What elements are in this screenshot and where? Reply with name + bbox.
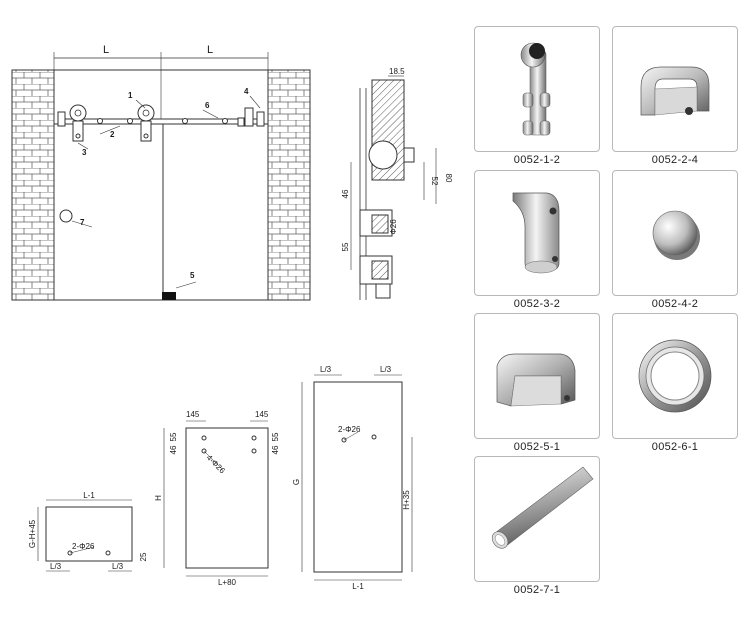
panel-mid-v-right-a: 55 bbox=[271, 432, 280, 441]
part-card-0052-1-2[interactable] bbox=[474, 26, 600, 152]
sec-dim-55: 55 bbox=[341, 242, 350, 251]
rail bbox=[57, 118, 265, 125]
round-knob-icon bbox=[652, 210, 700, 260]
panel-tall-outline bbox=[313, 381, 403, 573]
panel-small-outline bbox=[45, 506, 133, 562]
dim-label-left: L bbox=[103, 44, 109, 56]
rail-tube-icon bbox=[491, 466, 594, 549]
panel-tall: L/3 L/3 G 2-Φ26 H+35 L-1 bbox=[292, 365, 413, 591]
front-view: L L 1 2 3 4 5 bbox=[11, 44, 311, 301]
callout-5: 5 bbox=[190, 271, 195, 280]
part-card-0052-6-1[interactable] bbox=[612, 313, 738, 439]
sec-dim-52: 52 bbox=[430, 177, 439, 186]
panel-tall-holes: 2-Φ26 bbox=[338, 425, 361, 434]
part-card-0052-3-2[interactable] bbox=[474, 170, 600, 296]
technical-drawing-area: L L 1 2 3 4 5 bbox=[11, 44, 453, 591]
roller-section bbox=[368, 140, 398, 170]
sec-dim-46: 46 bbox=[341, 189, 350, 198]
part-card-0052-4-2[interactable] bbox=[612, 170, 738, 296]
panel-mid-outline bbox=[185, 427, 269, 569]
part-code-0052-4-2: 0052-4-2 bbox=[651, 298, 699, 310]
floor-guide-icon bbox=[496, 353, 576, 407]
part-code-0052-5-1: 0052-5-1 bbox=[513, 441, 561, 453]
sec-dim-phi26: Φ26 bbox=[389, 219, 398, 235]
panel-mid-offset-left: 145 bbox=[186, 410, 200, 419]
part-code-0052-7-1: 0052-7-1 bbox=[513, 584, 561, 596]
panel-small-offset-right: L/3 bbox=[112, 562, 124, 571]
ring-handle-icon bbox=[638, 339, 712, 413]
callout-2: 2 bbox=[110, 130, 115, 139]
wall-bracket-right bbox=[256, 111, 265, 127]
part-code-0052-1-2: 0052-1-2 bbox=[513, 154, 561, 166]
callout-6: 6 bbox=[205, 101, 210, 110]
panel-small: L-1 G-H+45 2-Φ26 L/3 L/3 25 bbox=[28, 491, 148, 572]
panel-tall-height: G bbox=[292, 479, 301, 485]
left-brick-wall bbox=[11, 69, 55, 301]
wall-bracket-left bbox=[57, 111, 66, 127]
callout-1: 1 bbox=[128, 91, 133, 100]
roller-right bbox=[137, 104, 155, 122]
right-brick-wall bbox=[267, 69, 311, 301]
parts-catalog: 0052-1-2 0052-2-4 005 bbox=[470, 0, 750, 624]
sec-dim-80: 80 bbox=[444, 174, 453, 183]
panel-small-corner: 25 bbox=[139, 552, 148, 561]
panel-mid: 145 145 55 46 55 46 H 4-Φ26 L+80 bbox=[154, 410, 280, 587]
panel-small-holes: 2-Φ26 bbox=[72, 542, 95, 551]
sec-dim-18-5: 18.5 bbox=[389, 67, 405, 76]
glass-clamp-icon bbox=[640, 66, 710, 116]
panel-mid-v-right-b: 46 bbox=[271, 445, 280, 454]
floor-guide bbox=[162, 292, 176, 300]
panel-mid-width: L+80 bbox=[218, 578, 237, 587]
panel-tall-offset-left: L/3 bbox=[320, 365, 332, 374]
panel-mid-height: H bbox=[154, 495, 163, 501]
door-handle bbox=[59, 209, 73, 223]
roller-left bbox=[69, 104, 87, 122]
panel-mid-v-left-a: 55 bbox=[169, 432, 178, 441]
panel-small-width: L-1 bbox=[83, 491, 95, 500]
callout-7: 7 bbox=[80, 218, 85, 227]
panel-small-height: G-H+45 bbox=[28, 519, 37, 548]
panel-mid-v-left-b: 46 bbox=[169, 445, 178, 454]
callout-3: 3 bbox=[82, 148, 87, 157]
panel-small-offset-left: L/3 bbox=[50, 562, 62, 571]
part-card-0052-7-1[interactable] bbox=[474, 456, 600, 582]
panel-tall-width: L-1 bbox=[352, 582, 364, 591]
roller-hanger-icon bbox=[520, 42, 551, 136]
part-code-0052-6-1: 0052-6-1 bbox=[651, 441, 699, 453]
wall-bracket-icon bbox=[512, 192, 560, 274]
panel-tall-h-right: H+35 bbox=[402, 490, 411, 510]
part-code-0052-2-4: 0052-2-4 bbox=[651, 154, 699, 166]
section-view: 18.5 80 52 46 Φ26 55 bbox=[341, 67, 453, 300]
part-card-0052-2-4[interactable] bbox=[612, 26, 738, 152]
callout-4: 4 bbox=[244, 87, 249, 96]
part-code-0052-3-2: 0052-3-2 bbox=[513, 298, 561, 310]
panel-tall-offset-right: L/3 bbox=[380, 365, 392, 374]
part-card-0052-5-1[interactable] bbox=[474, 313, 600, 439]
drawing-canvas: L L 1 2 3 4 5 bbox=[11, 44, 453, 591]
dim-label-right: L bbox=[207, 44, 213, 56]
panel-mid-offset-right: 145 bbox=[255, 410, 269, 419]
